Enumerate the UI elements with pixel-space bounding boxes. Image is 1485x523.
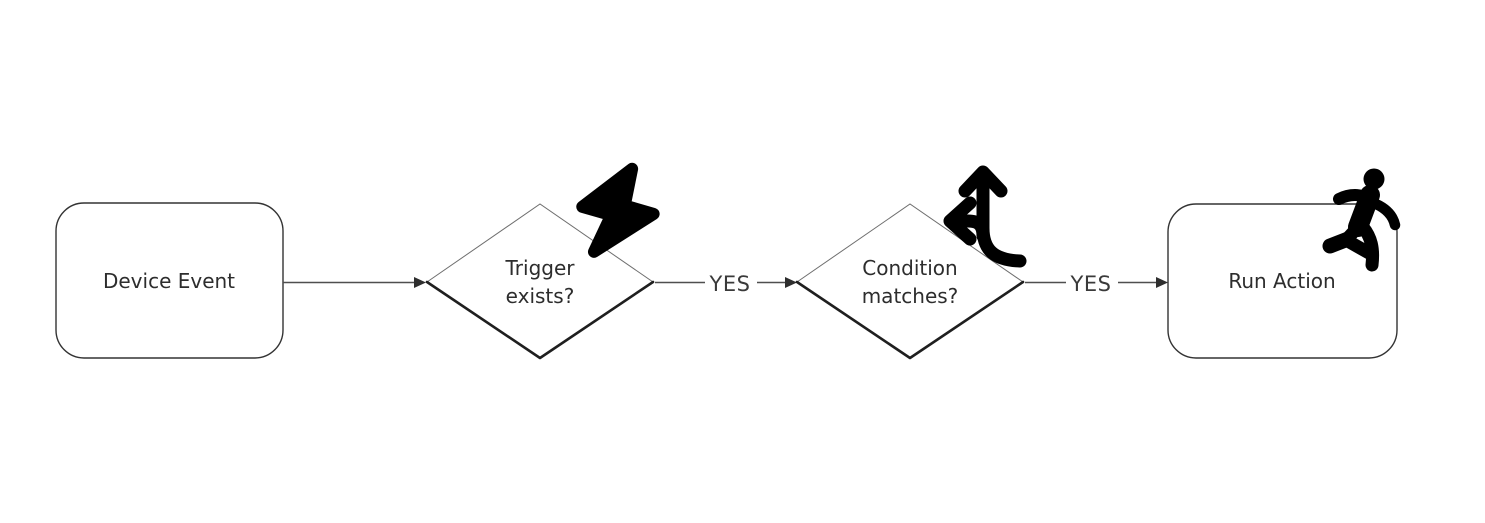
device-event-label-text: Device Event — [102, 269, 236, 293]
trigger-exists-node-shape — [425, 203, 655, 360]
yes-label-condition-to-action: YES — [1070, 272, 1112, 296]
arrowhead-icon — [1156, 277, 1168, 288]
connector-condition-to-action — [1025, 277, 1168, 288]
split-arrows-icon — [943, 165, 1027, 268]
lightning-bolt-icon — [576, 162, 660, 258]
run-action-label-text: Run Action — [1228, 269, 1336, 293]
condition-matches-label-line1: Condition — [862, 256, 958, 280]
trigger-exists-label-line2: exists? — [505, 284, 575, 308]
run-action-label: Run Action — [1228, 267, 1335, 295]
condition-matches-label-line2: matches? — [861, 284, 959, 308]
connector-device-to-trigger — [283, 277, 426, 288]
condition-matches-node-shape — [795, 203, 1025, 360]
device-event-label: Device Event — [103, 267, 235, 295]
yes-label-trigger-to-condition: YES — [709, 272, 751, 296]
running-person-icon — [1322, 168, 1401, 272]
arrowhead-icon — [785, 277, 797, 288]
device-event-node-shape — [55, 202, 284, 359]
condition-matches-label: Condition matches? — [862, 254, 959, 310]
connector-trigger-to-condition — [655, 277, 797, 288]
trigger-exists-label-line1: Trigger — [505, 256, 575, 280]
trigger-exists-label: Trigger exists? — [506, 254, 575, 310]
arrowhead-icon — [414, 277, 426, 288]
